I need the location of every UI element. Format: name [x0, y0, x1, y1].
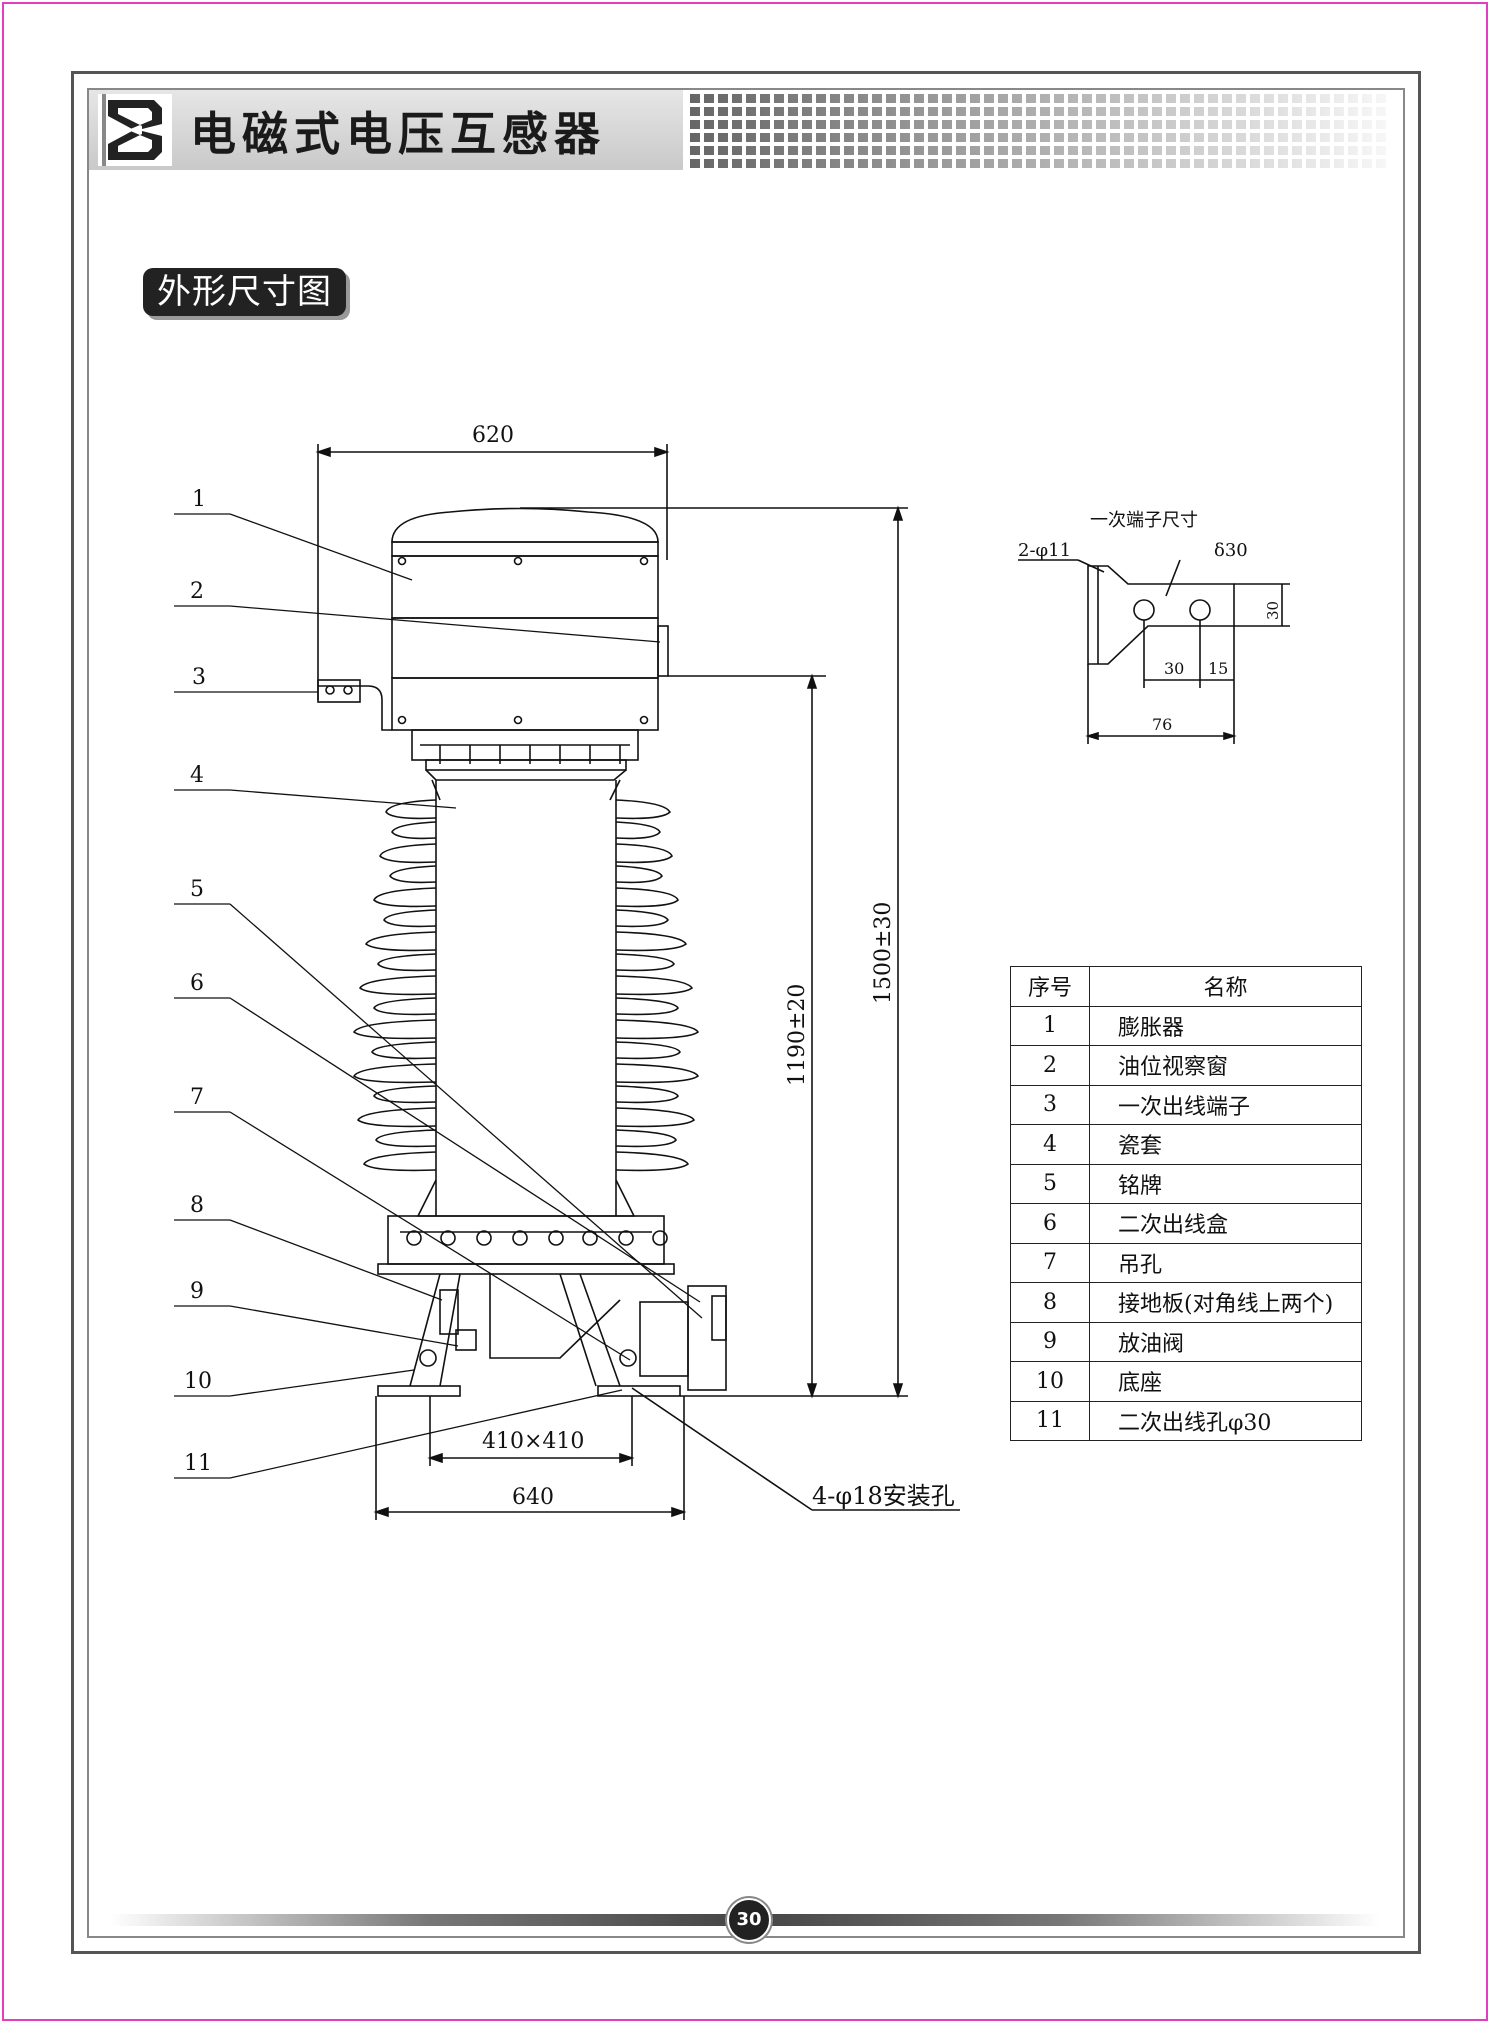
row-no: 1 — [1010, 1005, 1090, 1046]
part-number-7: 7 — [190, 1085, 204, 1110]
terminal-title: 一次端子尺寸 — [1090, 510, 1198, 531]
dim-base-outer-label: 640 — [512, 1485, 554, 1510]
page-title: 电磁式电压互感器 — [190, 107, 606, 161]
terminal-detail: 一次端子尺寸 2-φ11 δ30 30 30 15 76 — [1018, 510, 1290, 744]
terminal-holes-label: 2-φ11 — [1018, 540, 1071, 561]
row-no: 7 — [1010, 1242, 1090, 1283]
row-no: 8 — [1010, 1282, 1090, 1323]
part-number-1: 1 — [192, 487, 206, 512]
terminal-pitch-label: 30 — [1164, 659, 1184, 678]
part-number-11: 11 — [184, 1451, 212, 1476]
row-name: 膨胀器 — [1089, 1005, 1362, 1046]
part-number-6: 6 — [190, 971, 204, 996]
row-name: 铭牌 — [1089, 1163, 1362, 1204]
dim-mid-height-label: 1190±20 — [785, 984, 810, 1086]
row-no: 2 — [1010, 1045, 1090, 1086]
terminal-edge-label: 15 — [1208, 659, 1228, 678]
part-number-8: 8 — [190, 1193, 204, 1218]
section-title: 外形尺寸图 — [143, 268, 346, 316]
dim-base-inner-label: 410×410 — [482, 1429, 584, 1454]
top-flange — [411, 729, 639, 801]
part-number-2: 2 — [190, 579, 204, 604]
dim-total-height-label: 1500±30 — [871, 902, 896, 1004]
table-header-row: 序号 名称 — [1010, 966, 1362, 1007]
expander — [391, 507, 669, 731]
outer-frame — [71, 71, 1421, 1954]
row-name: 一次出线端子 — [1089, 1084, 1362, 1125]
porcelain-bushing — [352, 780, 700, 1217]
row-no: 3 — [1010, 1084, 1090, 1125]
dim-mount-holes-label: 4-φ18安装孔 — [812, 1482, 955, 1510]
row-name: 二次出线孔φ30 — [1089, 1400, 1362, 1441]
part-number-5: 5 — [190, 877, 204, 902]
part-number-9: 9 — [190, 1279, 204, 1304]
page-number: 30 — [727, 1898, 771, 1942]
column-header-no: 序号 — [1010, 966, 1090, 1007]
row-no: 11 — [1010, 1400, 1090, 1441]
terminal-width-label: 30 — [1264, 601, 1282, 620]
column-header-name: 名称 — [1089, 966, 1362, 1007]
row-name: 接地板(对角线上两个) — [1089, 1282, 1362, 1323]
row-no: 9 — [1010, 1321, 1090, 1362]
row-name: 二次出线盒 — [1089, 1203, 1362, 1244]
row-no: 6 — [1010, 1203, 1090, 1244]
terminal-length-label: 76 — [1152, 715, 1172, 734]
dim-top-width: 620 — [315, 423, 670, 700]
base-assembly — [377, 1215, 727, 1397]
row-no: 4 — [1010, 1124, 1090, 1165]
row-no: 10 — [1010, 1361, 1090, 1402]
row-no: 5 — [1010, 1163, 1090, 1204]
part-number-3: 3 — [192, 665, 206, 690]
row-name: 底座 — [1089, 1361, 1362, 1402]
part-leaders: 1 2 3 4 5 6 7 8 9 10 11 — [174, 487, 703, 1479]
part-number-4: 4 — [190, 763, 204, 788]
part-number-10: 10 — [184, 1369, 212, 1394]
company-logo-icon — [98, 94, 172, 166]
primary-terminal — [317, 679, 392, 731]
dim-top-width-label: 620 — [472, 423, 514, 448]
row-name: 油位视察窗 — [1089, 1045, 1362, 1086]
dim-base: 410×410 640 4-φ18安装孔 — [373, 1387, 960, 1520]
row-name: 吊孔 — [1089, 1242, 1362, 1283]
header-dot-pattern — [690, 94, 1390, 170]
header-band — [89, 90, 683, 170]
row-name: 瓷套 — [1089, 1124, 1362, 1165]
row-name: 放油阀 — [1089, 1321, 1362, 1362]
dim-heights: 1500±30 1190±20 — [520, 505, 908, 1399]
terminal-thickness-label: δ30 — [1214, 540, 1248, 561]
